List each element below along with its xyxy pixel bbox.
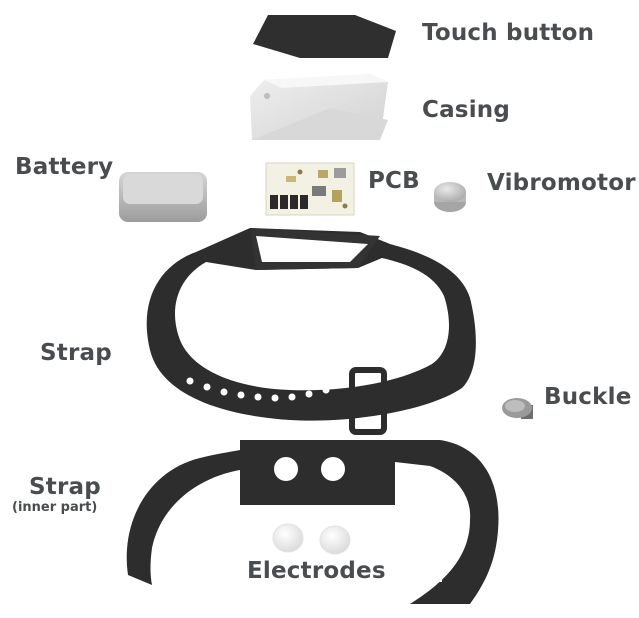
electrodes-label: Electrodes — [247, 558, 386, 584]
strap-label: Strap — [40, 340, 112, 366]
strap-part — [146, 228, 476, 435]
strap-inner-part — [126, 440, 499, 604]
strap-inner-sublabel: (inner part) — [12, 500, 98, 515]
buckle-label: Buckle — [544, 384, 632, 410]
battery-label: Battery — [15, 154, 114, 180]
vibromotor-part — [434, 182, 466, 212]
pcb-part — [265, 162, 355, 216]
casing-label: Casing — [422, 97, 511, 123]
touch-button-part — [253, 15, 396, 58]
vibromotor-label: Vibromotor — [487, 170, 636, 196]
pcb-label: PCB — [368, 168, 420, 194]
electrodes-part — [272, 523, 351, 555]
buckle-part — [502, 398, 533, 419]
battery-part — [119, 172, 207, 222]
touch-button-label: Touch button — [422, 20, 595, 46]
casing-part — [250, 74, 388, 140]
strap-inner-label: Strap — [29, 474, 101, 500]
